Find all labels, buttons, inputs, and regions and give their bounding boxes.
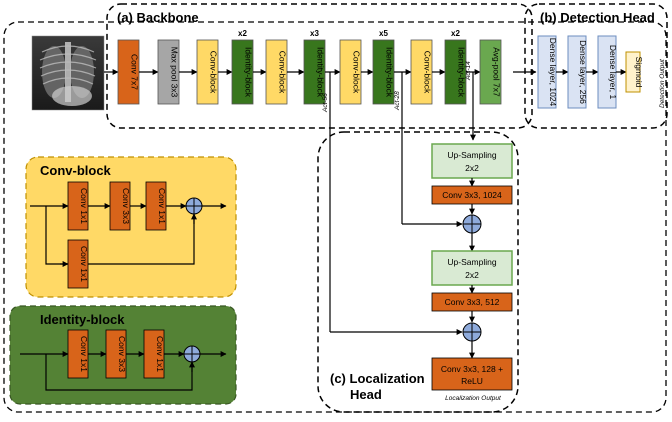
backbone-block-multiplier-4: x2 (238, 29, 247, 38)
detection-output-label: Detection Output (659, 58, 666, 108)
act56-path (329, 72, 463, 335)
backbone-block-11 (479, 39, 502, 105)
conv-block-legend-title: Conv-block (40, 163, 112, 178)
loc-conv3-label-line1: Conv 3x3, 128 + (441, 364, 503, 374)
backbone-title: (a) Backbone (117, 10, 199, 25)
conv-legend-top-2: Conv 3x3 (121, 188, 131, 224)
conv-block-legend: Conv-block Conv 1x1 Conv 3x3 Conv 1x1 Co… (25, 156, 237, 298)
identity-legend-2: Conv 3x3 (117, 336, 127, 372)
conv-legend-top-1: Conv 1x1 (79, 188, 89, 224)
detection-block-label-4: Sigmoid (634, 57, 644, 88)
detection-block-label-2: Dense layer, 256 (578, 40, 588, 104)
backbone-blocks: Conv 7x7 Max pool 3x3 Conv-block Identity-b… (117, 29, 502, 105)
loc-conv2-label: Conv 3x3, 512 (445, 297, 500, 307)
identity-legend-3: Conv 1x1 (155, 336, 165, 372)
conv-legend-top-3: Conv 1x1 (157, 188, 167, 224)
localization-blocks: Up-Sampling 2x2 Conv 3x3, 1024 Up-Sampli… (431, 143, 513, 402)
backbone-block-label-11: Avg-pool 7x7 (492, 47, 502, 97)
backbone-block-label-1: Conv 7x7 (130, 54, 140, 90)
identity-block-legend: Identity-block Conv 1x1 Conv 3x3 Conv 1x… (9, 305, 237, 405)
act56-label: Act-56 (322, 93, 329, 113)
upsample1-label-line2: 2x2 (465, 163, 479, 173)
backbone-block-label-9: Conv-block (423, 51, 433, 94)
localization-output-label: Localization Output (445, 395, 502, 402)
detection-head-title: (b) Detection Head (540, 10, 655, 25)
backbone-block-label-7: Conv-block (352, 51, 362, 94)
backbone-block-label-10: Identity-block (457, 47, 467, 98)
detection-block-label-3: Dense layer, 1 (608, 45, 618, 100)
localization-head-title-line1: (c) Localization (330, 371, 425, 386)
backbone-block-multiplier-8: x5 (379, 29, 388, 38)
detection-block-4 (625, 51, 641, 93)
loc-conv1-label: Conv 3x3, 1024 (442, 190, 502, 200)
localization-head-title-line2: Head (350, 387, 382, 402)
backbone-block-multiplier-6: x3 (310, 29, 319, 38)
upsample2-label-line1: Up-Sampling (447, 257, 496, 267)
detection-blocks: Dense layer, 1024 Dense layer, 256 Dense l… (537, 35, 644, 109)
upsample1-label-line1: Up-Sampling (447, 150, 496, 160)
act28-label: Act-28 (394, 91, 401, 111)
backbone-block-label-4: Identity-block (244, 47, 254, 98)
identity-block-legend-title: Identity-block (40, 312, 125, 327)
backbone-block-label-8: Identity-block (385, 47, 395, 98)
backbone-block-label-3: Conv-block (209, 51, 219, 94)
upsample2-label-line2: 2x2 (465, 270, 479, 280)
act28-path (401, 72, 463, 227)
backbone-frame (106, 3, 533, 129)
act14-label: Act-14 (465, 61, 472, 81)
loc-conv3-label-line2: ReLU (461, 376, 483, 386)
chest-xray-image (31, 35, 105, 111)
backbone-block-label-2: Max pool 3x3 (170, 47, 180, 98)
identity-legend-1: Conv 1x1 (79, 336, 89, 372)
conv-legend-shortcut: Conv 1x1 (79, 246, 89, 282)
backbone-block-label-5: Conv-block (278, 51, 288, 94)
localization-head-frame (317, 131, 519, 413)
detection-block-label-1: Dense layer, 1024 (548, 38, 558, 107)
detection-head-frame (524, 3, 668, 129)
backbone-block-multiplier-10: x2 (451, 29, 460, 38)
backbone-block-label-6: Identity-block (316, 47, 326, 98)
